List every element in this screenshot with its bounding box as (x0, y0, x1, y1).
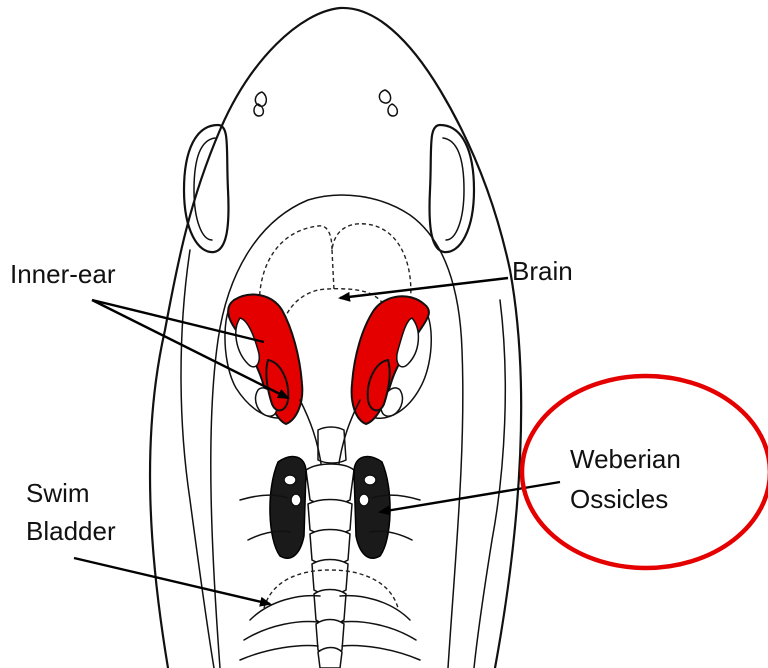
inner-ear-left (225, 295, 302, 424)
label-swim-line1: Swim (26, 478, 90, 508)
vertebral-column (300, 400, 360, 668)
body-contour-right (474, 300, 505, 668)
label-weberian-line2: Ossicles (570, 484, 668, 514)
arrow-swim-bladder (74, 558, 270, 604)
nostril-right (379, 90, 397, 116)
label-weberian-line1: Weberian (570, 444, 681, 474)
label-swim-line2: Bladder (26, 516, 116, 546)
body-contour-left (181, 250, 214, 668)
eye-left (184, 125, 228, 252)
inner-ear-right (352, 296, 432, 424)
nostril-left (254, 92, 266, 116)
label-inner-ear: Inner-ear (10, 259, 116, 289)
arrow-brain (340, 278, 508, 298)
label-brain: Brain (512, 256, 573, 286)
